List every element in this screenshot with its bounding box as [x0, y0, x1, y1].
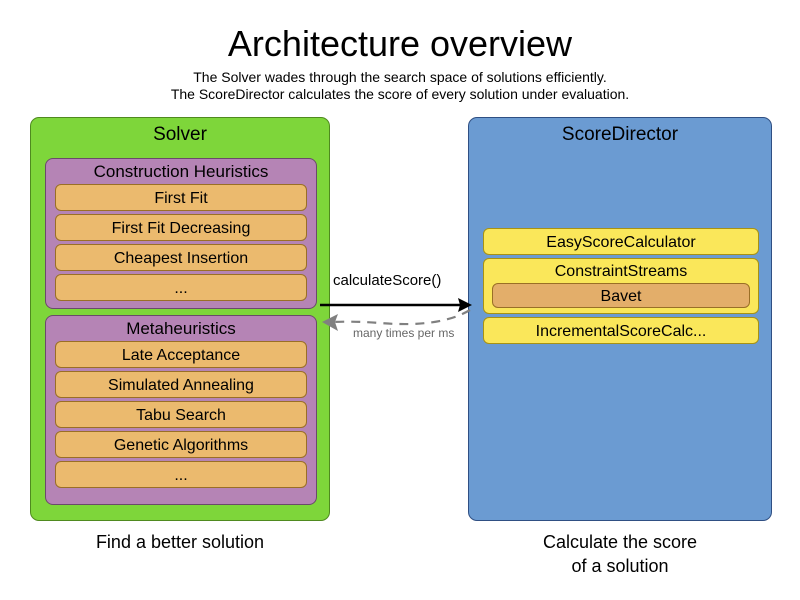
calculate-score-label: calculateScore()	[333, 272, 442, 289]
list-item[interactable]: First Fit	[55, 184, 307, 211]
list-item[interactable]: Bavet	[492, 283, 750, 308]
subtitle-line-2: The ScoreDirector calculates the score o…	[170, 86, 630, 102]
solver-panel-title: Solver	[153, 124, 207, 145]
list-item[interactable]: Tabu Search	[55, 401, 307, 428]
group-metaheuristics-title: Metaheuristics	[126, 319, 236, 338]
scoredirector-caption: Calculate the score of a solution	[468, 530, 772, 578]
constraintstreams-label: ConstraintStreams	[554, 263, 688, 280]
many-times-per-ms-arrow-icon	[322, 309, 471, 331]
scoredirector-caption-line-2: of a solution	[571, 556, 669, 576]
group-construction-heuristics[interactable]: Construction Heuristics First Fit First …	[45, 158, 317, 309]
calculator-list: EasyScoreCalculator ConstraintStreams Ba…	[483, 228, 759, 347]
scoredirector-caption-line-1: Calculate the score	[542, 532, 698, 552]
list-item[interactable]: Genetic Algorithms	[55, 431, 307, 458]
group-construction-heuristics-items: First Fit First Fit Decreasing Cheapest …	[46, 184, 316, 307]
list-item[interactable]: ...	[55, 274, 307, 301]
arrow-svg	[320, 298, 472, 331]
solver-caption: Find a better solution	[95, 532, 265, 552]
page-title: Architecture overview	[227, 23, 573, 64]
group-metaheuristics-items: Late Acceptance Simulated Annealing Tabu…	[46, 341, 316, 494]
diagram-header: Architecture overview The Solver wades t…	[0, 22, 800, 103]
list-item[interactable]: Simulated Annealing	[55, 371, 307, 398]
list-item[interactable]: ...	[55, 461, 307, 488]
connector-arrows: calculateScore() many times per ms	[320, 262, 484, 354]
list-item[interactable]: Late Acceptance	[55, 341, 307, 368]
group-metaheuristics[interactable]: Metaheuristics Late Acceptance Simulated…	[45, 315, 317, 505]
solver-panel[interactable]: Solver Construction Heuristics First Fit…	[30, 117, 330, 521]
scoredirector-panel-title: ScoreDirector	[561, 124, 679, 145]
list-item[interactable]: First Fit Decreasing	[55, 214, 307, 241]
list-item[interactable]: EasyScoreCalculator	[483, 228, 759, 255]
calculate-score-arrow-icon	[320, 298, 472, 312]
scoredirector-panel[interactable]: ScoreDirector EasyScoreCalculator Constr…	[468, 117, 772, 521]
group-construction-heuristics-title: Construction Heuristics	[93, 162, 269, 181]
subtitle: The Solver wades through the search spac…	[0, 69, 800, 103]
list-item[interactable]: ConstraintStreams Bavet	[483, 258, 759, 314]
list-item[interactable]: Cheapest Insertion	[55, 244, 307, 271]
many-times-per-ms-label: many times per ms	[353, 326, 455, 340]
list-item[interactable]: IncrementalScoreCalc...	[483, 317, 759, 344]
constraintstreams-children: Bavet	[484, 283, 758, 313]
subtitle-line-1: The Solver wades through the search spac…	[193, 69, 607, 85]
